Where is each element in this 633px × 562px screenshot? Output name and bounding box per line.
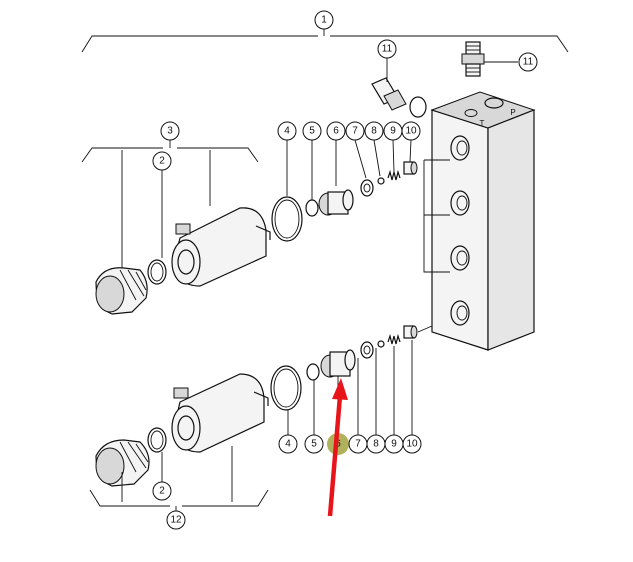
washer-7-bottom — [360, 341, 374, 359]
callout-8-bottom: 8 — [366, 348, 386, 454]
svg-text:1: 1 — [321, 15, 327, 26]
plug-10-top — [403, 161, 418, 175]
callout-4-bottom: 4 — [278, 410, 298, 454]
callout-6-top: 6 — [326, 121, 346, 186]
valve-cartridge-6-top — [318, 189, 354, 216]
solenoid-knob-bottom — [95, 439, 150, 487]
svg-text:2: 2 — [159, 156, 165, 167]
solenoid-coil-bottom — [171, 373, 269, 453]
svg-text:12: 12 — [170, 515, 182, 526]
o-ring-4-bottom — [270, 365, 302, 411]
svg-text:10: 10 — [405, 126, 417, 137]
svg-text:9: 9 — [391, 439, 397, 450]
assembly-bracket-1 — [81, 28, 569, 53]
port-label-p: P — [510, 108, 515, 117]
o-ring-4-top — [271, 196, 303, 242]
callout-7-bottom: 7 — [348, 358, 368, 454]
callout-3: 3 — [160, 121, 180, 141]
o-ring-2-top — [147, 259, 167, 285]
callout-7-top: 7 — [345, 121, 367, 179]
callout-5-top: 5 — [302, 121, 322, 200]
svg-text:5: 5 — [309, 126, 315, 137]
red-arrow — [327, 378, 348, 517]
svg-text:11: 11 — [382, 44, 393, 55]
seal-5-bottom — [306, 363, 320, 381]
callout-11-left: 11 — [377, 39, 397, 59]
solenoid-coil-top — [171, 207, 271, 287]
callout-4-top: 4 — [277, 121, 297, 196]
callout-8-top: 8 — [364, 121, 384, 177]
o-ring-2-bottom — [147, 427, 167, 453]
svg-text:10: 10 — [406, 439, 418, 450]
svg-text:2: 2 — [159, 486, 165, 497]
svg-text:7: 7 — [352, 126, 358, 137]
callout-5-bottom: 5 — [304, 380, 324, 454]
svg-text:8: 8 — [373, 439, 379, 450]
seal-5-top — [305, 199, 319, 217]
valve-block: T P — [423, 91, 536, 351]
fitting-11-angled — [371, 57, 427, 118]
svg-text:5: 5 — [311, 439, 317, 450]
svg-text:4: 4 — [284, 126, 290, 137]
valve-cartridge-6-bottom — [320, 349, 356, 378]
svg-text:4: 4 — [285, 439, 291, 450]
callout-1: 1 — [314, 10, 334, 30]
callout-11-right: 11 — [518, 52, 538, 72]
port-label-t: T — [480, 119, 485, 128]
callout-2-top: 2 — [152, 151, 172, 258]
solenoid-knob-top — [95, 267, 148, 315]
washer-7-top — [360, 179, 374, 197]
plug-10-bottom — [403, 325, 433, 339]
ball-8-bottom — [377, 340, 385, 348]
callout-2-bottom: 2 — [152, 452, 172, 501]
svg-text:3: 3 — [167, 126, 173, 137]
ball-8-top — [377, 177, 385, 185]
callout-9-top: 9 — [383, 121, 403, 173]
svg-text:9: 9 — [390, 126, 396, 137]
callout-10-bottom: 10 — [402, 340, 422, 454]
assembly-bracket-12 — [89, 446, 269, 512]
spring-9-bottom — [387, 333, 401, 345]
callout-12: 12 — [166, 510, 186, 530]
svg-text:8: 8 — [371, 126, 377, 137]
callout-10-top: 10 — [401, 121, 421, 163]
svg-text:6: 6 — [333, 126, 339, 137]
svg-text:11: 11 — [523, 57, 534, 68]
assembly-bracket-3 — [81, 140, 259, 268]
fitting-11-top — [461, 41, 518, 77]
callout-9-bottom: 9 — [384, 346, 404, 454]
svg-text:7: 7 — [355, 439, 361, 450]
spring-9-top — [387, 169, 401, 181]
